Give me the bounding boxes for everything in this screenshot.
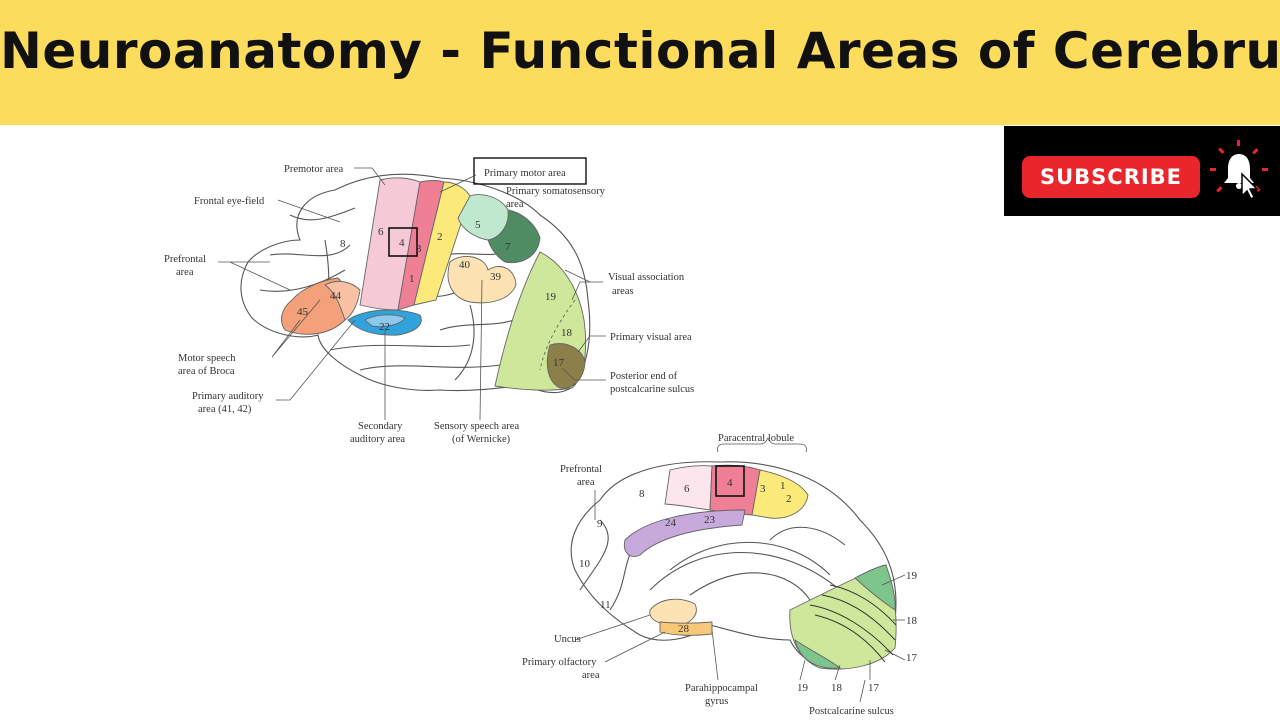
num-44: 44: [330, 290, 342, 302]
cingulate-region: [623, 509, 746, 557]
medial-leader-lines: [574, 437, 906, 703]
postcalcarine-lines: [809, 584, 897, 663]
label-medial-prefrontal-2: area: [577, 477, 595, 488]
area44-region: [324, 280, 361, 321]
parahippocampal-region: [659, 621, 713, 636]
label-secondary-aud-1: Secondary: [358, 421, 403, 432]
lateral-labels: Premotor area Primary motor area Primary…: [164, 164, 694, 445]
medial-num-3: 3: [760, 483, 766, 495]
medial-area4-region: [709, 464, 761, 516]
medial-num-24: 24: [665, 517, 677, 529]
medial-num-23: 23: [704, 514, 716, 526]
label-olfactory-2: area: [582, 670, 600, 681]
page-title: Neuroanatomy - Functional Areas of Cereb…: [0, 22, 1280, 80]
label-postcalcarine: Postcalcarine sulcus: [809, 706, 894, 717]
label-paracentral: Paracentral lobule: [718, 433, 794, 444]
num-8: 8: [340, 238, 346, 250]
num-17: 17: [553, 357, 565, 369]
lateral-leader-lines: [218, 167, 606, 421]
medial-num-10: 10: [579, 558, 591, 570]
medial-num-6: 6: [684, 483, 690, 495]
num-6: 6: [378, 226, 384, 238]
label-secondary-aud-2: auditory area: [350, 434, 405, 445]
num-22: 22: [379, 321, 390, 333]
num-7: 7: [505, 241, 511, 253]
label-wernicke-1: Sensory speech area: [434, 421, 519, 432]
area4-highlight-box: [388, 227, 418, 257]
subscribe-panel[interactable]: SUBSCRIBE: [1004, 126, 1280, 216]
uncus-region: [649, 598, 697, 627]
label-primary-motor: Primary motor area: [484, 168, 566, 179]
label-premotor: Premotor area: [284, 164, 344, 175]
num-3: 3: [416, 243, 422, 255]
label-auditory-2: area (41, 42): [198, 404, 252, 415]
medial-num-2: 2: [786, 493, 792, 505]
medial-area19-region: [854, 564, 896, 611]
label-frontal-eye: Frontal eye-field: [194, 196, 265, 207]
secondary-auditory-region: [364, 314, 406, 328]
medial-num-18-right: 18: [906, 615, 918, 627]
label-visual-assoc-2: areas: [612, 286, 634, 297]
wernicke-region: [447, 255, 517, 304]
medial-num-19-bottom: 19: [797, 682, 809, 694]
title-banner: Neuroanatomy - Functional Areas of Cereb…: [0, 0, 1280, 125]
label-broca-1: Motor speech: [178, 353, 236, 364]
primary-motor-label-box: [473, 157, 587, 185]
label-olfactory-1: Primary olfactory: [522, 657, 597, 668]
label-broca-2: area of Broca: [178, 366, 235, 377]
num-18: 18: [561, 327, 573, 339]
medial-numbers: 6 4 3 1 2 8 9 10 11 24 23 28 19 18 17 19…: [579, 477, 918, 694]
num-19: 19: [545, 291, 557, 303]
medial-num-11: 11: [600, 599, 611, 611]
subscribe-button[interactable]: SUBSCRIBE: [1022, 156, 1200, 198]
label-prefrontal-2: area: [176, 267, 194, 278]
label-uncus: Uncus: [554, 634, 581, 645]
medial-num-17-right: 17: [906, 652, 918, 664]
num-1: 1: [409, 273, 415, 285]
label-prefrontal-1: Prefrontal: [164, 254, 206, 265]
label-auditory-1: Primary auditory: [192, 391, 264, 402]
num-2: 2: [437, 231, 443, 243]
medial-num-8: 8: [639, 488, 645, 500]
num-40: 40: [459, 259, 471, 271]
lateral-regions: [281, 177, 587, 391]
num-45: 45: [297, 306, 309, 318]
medial-num-1: 1: [780, 480, 786, 492]
lateral-numbers: 6 4 3 2 1 5 7 8 44 45 22 40 39 19 18 17: [297, 219, 573, 369]
area7-region: [487, 209, 541, 264]
label-parahippo-2: gyrus: [705, 696, 728, 707]
medial-regions: [623, 464, 897, 670]
medial-area18-low-region: [794, 638, 842, 669]
medial-num-19-right: 19: [906, 570, 918, 582]
label-primary-visual: Primary visual area: [610, 332, 692, 343]
label-posterior-1: Posterior end of: [610, 371, 678, 382]
medial-num-9: 9: [597, 518, 603, 530]
num-4: 4: [399, 237, 405, 249]
label-parahippo-1: Parahippocampal: [685, 683, 758, 694]
somatosensory-region: [413, 181, 471, 306]
medial-num-4: 4: [727, 477, 733, 489]
num-5: 5: [475, 219, 481, 231]
striate-region: [546, 343, 586, 389]
label-wernicke-2: (of Wernicke): [452, 434, 511, 445]
num-39: 39: [490, 271, 502, 283]
label-somato-1: Primary somatosensory: [506, 186, 606, 197]
medial-num-28: 28: [678, 623, 690, 635]
label-posterior-2: postcalcarine sulcus: [610, 384, 694, 395]
label-medial-prefrontal-1: Prefrontal: [560, 464, 602, 475]
medial-num-18-bottom: 18: [831, 682, 843, 694]
bell-icon[interactable]: [1204, 136, 1274, 206]
medial-area4-highlight-box: [715, 465, 745, 497]
label-visual-assoc-1: Visual association: [608, 272, 685, 283]
medial-sensory-region: [751, 469, 809, 519]
medial-num-17-bottom: 17: [868, 682, 880, 694]
label-somato-2: area: [506, 199, 524, 210]
medial-labels: Paracentral lobule Prefrontal area Uncus…: [522, 433, 894, 717]
